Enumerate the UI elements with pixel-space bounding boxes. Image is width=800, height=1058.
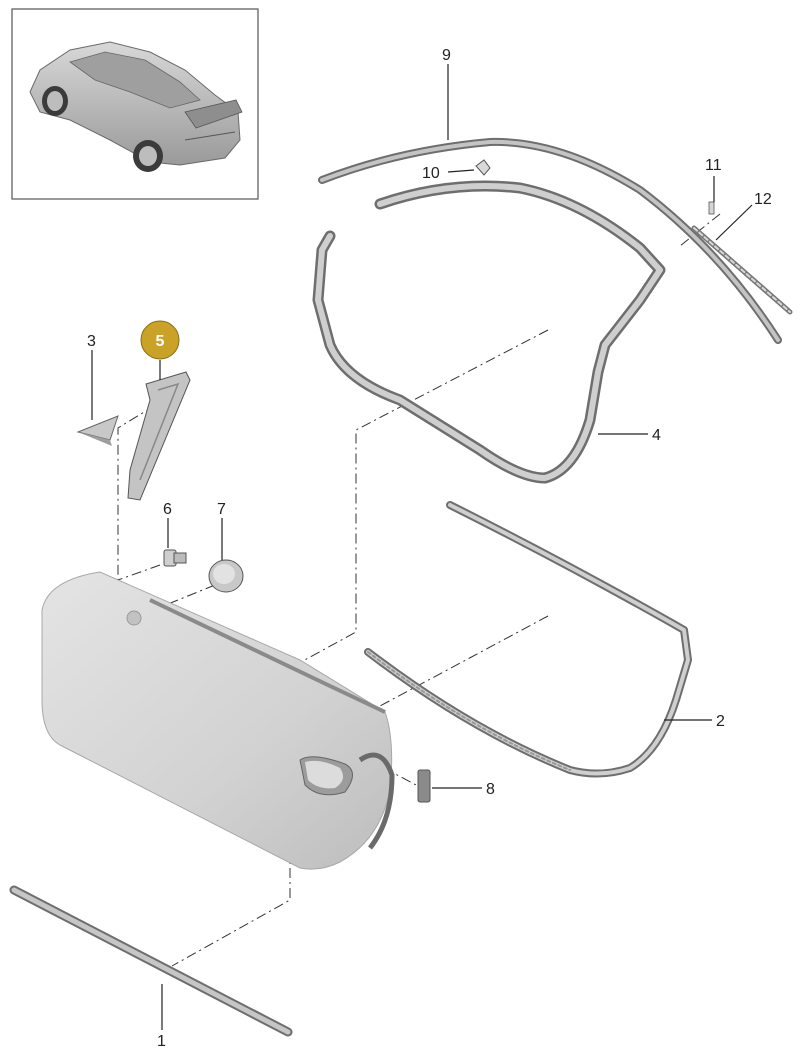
callout-5: 5 xyxy=(156,333,165,350)
callout-4: 4 xyxy=(652,427,661,444)
callout-8: 8 xyxy=(486,781,495,798)
callout-9: 9 xyxy=(442,47,451,64)
assembly-guide-lines xyxy=(117,213,721,967)
callout-2: 2 xyxy=(716,713,725,730)
callout-labels: 9 10 11 12 4 3 5 6 7 8 2 1 xyxy=(87,47,772,1050)
part-12-trim-strip xyxy=(691,225,793,315)
part-7-grommet xyxy=(208,559,244,593)
part-4-frame-seal xyxy=(312,180,666,484)
part-10-clip xyxy=(475,159,491,176)
callout-6: 6 xyxy=(163,501,172,518)
part-6-bolt xyxy=(163,549,187,567)
callout-3: 3 xyxy=(87,333,96,350)
callout-11: 11 xyxy=(705,157,722,174)
part-8-pad xyxy=(417,769,431,803)
part-2-door-seal xyxy=(364,501,692,778)
callout-12: 12 xyxy=(754,191,772,208)
callout-7: 7 xyxy=(217,501,226,518)
door-shell xyxy=(41,571,395,870)
callout-5-highlight[interactable]: 5 xyxy=(140,320,180,360)
part-3-mirror-triangle xyxy=(76,415,119,446)
part-9-roof-seal xyxy=(318,137,782,344)
part-11-pin xyxy=(708,201,715,215)
callout-1: 1 xyxy=(157,1033,166,1050)
vehicle-thumbnail xyxy=(11,8,259,200)
callout-leader-lines xyxy=(91,64,753,1030)
callout-10: 10 xyxy=(422,165,440,182)
part-5-window-trim xyxy=(127,371,191,501)
part-1-sill-strip xyxy=(9,885,293,1037)
car-icon xyxy=(29,41,243,172)
